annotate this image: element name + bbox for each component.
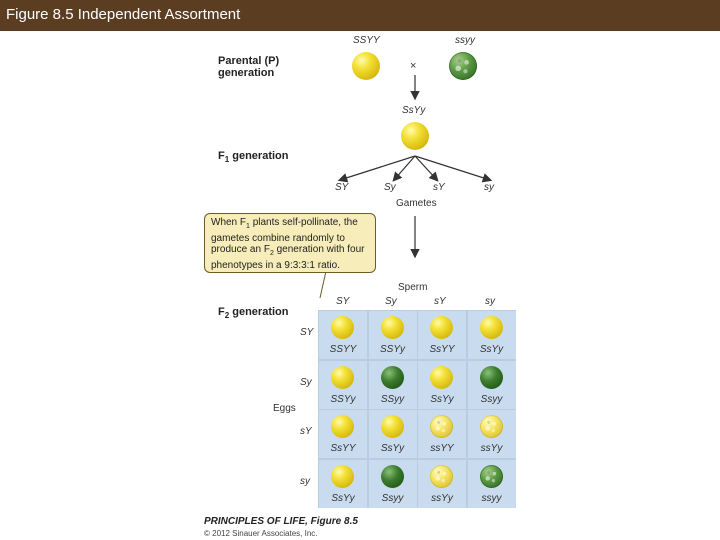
callout-pointer [300,270,327,299]
punnett-cell: SSYy [319,360,367,409]
eggs-label: Eggs [273,403,296,414]
gamete-arrow-sY [414,155,439,182]
green-wrinkled-seed [479,464,503,488]
callout-text-d: 2 [269,250,274,257]
cell-genotype: SSYy [330,393,356,405]
row-header-sY: sY [300,426,312,437]
title-bar: Figure 8.5 Independent Assortment [0,0,720,31]
cell-genotype: ssYy [431,492,453,504]
figure-credit: PRINCIPLES OF LIFE, Figure 8.5 [204,516,358,527]
f1-label-sub: 1 [224,155,230,165]
cell-genotype: SsYy [331,492,355,504]
punnett-cell: ssYY [418,410,466,458]
green-round-seed [380,365,404,389]
punnett-cell: ssYy [467,410,516,458]
parent-left-genotype: SSYY [353,35,380,46]
punnett-cell: SsYY [418,311,466,359]
green-round-seed [380,464,404,488]
parental-generation-label: Parental (P) generation [218,55,279,79]
f1-genotype: SsYy [402,105,426,116]
parental-label-line2: generation [218,67,275,79]
cell-genotype: ssYY [430,443,454,454]
yellow-round-seed [331,415,354,438]
cell-genotype: SsYY [330,443,356,454]
copyright-notice: © 2012 Sinauer Associates, Inc. [204,529,318,538]
f2-label-main: F [218,306,225,318]
yellow-round-seed [331,464,354,488]
yellow-round-seed [380,316,404,339]
callout-text-a: When F [211,217,247,228]
explanation-callout: When F1 plants self-pollinate, the gamet… [204,213,376,273]
gamete-sy: sy [484,182,494,193]
parent-right-genotype: ssyy [455,35,475,46]
callout-text-e: generation with four phenotypes in a 9:3… [211,244,365,271]
gamete-arrow-SY [337,155,416,183]
punnett-cell: SSYY [319,311,367,359]
cell-genotype: SsYy [430,393,454,405]
green-round-seed [479,365,503,389]
punnett-cell: SsYy [319,459,367,508]
f2-label-sub: 2 [224,311,230,321]
yellow-round-seed [380,415,404,438]
yellow-round-seed [479,316,503,339]
yellow-wrinkled-seed [479,415,503,438]
cell-genotype: SSYy [379,344,405,355]
f2-generation-label: F2 generation [218,306,288,322]
punnett-cell: SsYy [368,410,417,458]
col-header-SY: SY [336,296,350,307]
gamete-Sy: Sy [384,182,396,193]
cell-genotype: ssYy [480,443,503,454]
punnett-cell: SSyy [368,360,417,409]
punnett-cell: ssYy [418,459,466,508]
cell-genotype: SsYY [429,344,455,355]
f1-yellow-round-seed [401,122,429,150]
row-header-Sy: Sy [300,377,312,388]
f1-generation-label: F1 generation [218,150,288,166]
punnett-cell: SsYy [418,360,466,409]
cell-genotype: SSYY [329,344,357,355]
cell-genotype: SSyy [380,393,405,405]
gametes-label: Gametes [396,198,437,209]
f1-label-rest: generation [229,150,289,162]
punnett-cell: SsYy [467,311,516,359]
row-header-SY: SY [300,327,314,338]
parent-yellow-round-seed [352,52,380,80]
parental-label-line1: Parental (P) [218,55,280,67]
punnett-cell: SSYy [368,311,417,359]
cell-genotype: Ssyy [480,393,503,405]
page-title: Figure 8.5 Independent Assortment [6,6,241,23]
sperm-label: Sperm [398,282,428,293]
gamete-arrow-Sy [392,155,416,182]
cell-genotype: ssyy [481,492,502,504]
f2-label-rest: generation [229,306,289,318]
yellow-wrinkled-seed [430,415,453,438]
cross-symbol: × [410,60,417,72]
yellow-round-seed [331,316,354,339]
callout-text-b: 1 [246,223,250,230]
parent-green-wrinkled-seed [449,52,477,80]
cell-genotype: SsYy [479,344,504,355]
punnett-cell: SsYY [319,410,367,458]
col-header-sy: sy [485,296,495,307]
gamete-arrow-sy [414,155,493,183]
yellow-round-seed [430,365,453,389]
col-header-sY: sY [434,296,446,307]
gamete-sY: sY [433,182,445,193]
callout-text-c: plants self-pollinate, the gametes combi… [211,217,358,255]
yellow-wrinkled-seed [430,464,453,488]
col-header-Sy: Sy [385,296,397,307]
cell-genotype: Ssyy [381,492,404,504]
row-header-sy: sy [300,476,310,487]
cell-genotype: SsYy [380,443,405,454]
punnett-cell: Ssyy [368,459,417,508]
punnett-cell: ssyy [467,459,516,508]
f1-label-main: F [218,150,225,162]
gamete-SY: SY [335,182,349,193]
punnett-cell: Ssyy [467,360,516,409]
yellow-round-seed [331,365,354,389]
yellow-round-seed [430,316,453,339]
